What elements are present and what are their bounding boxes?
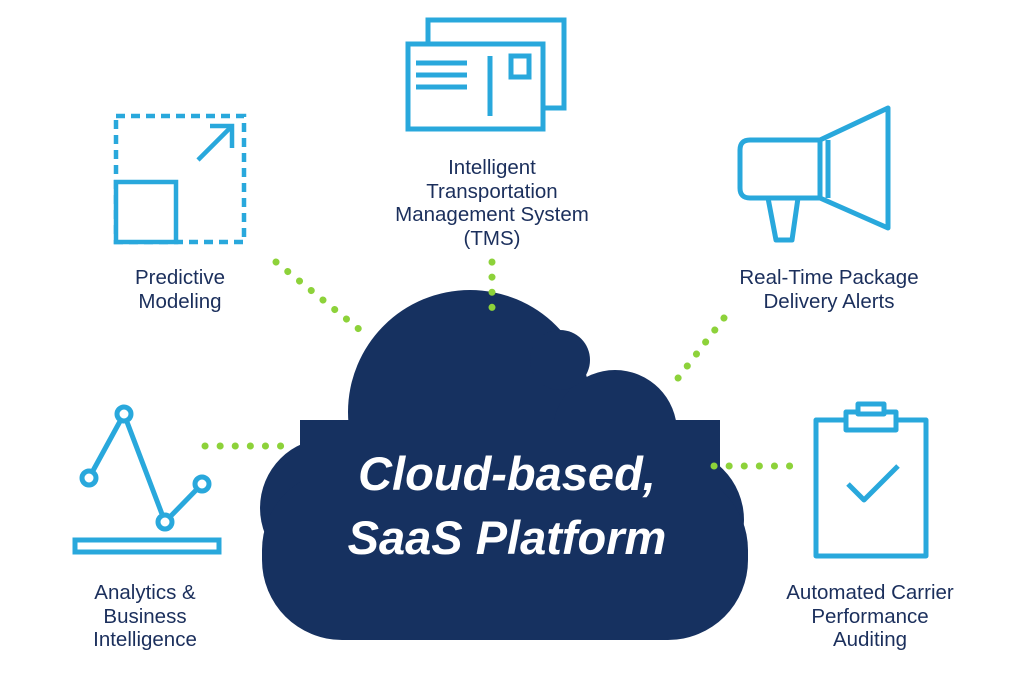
label-analytics: Analytics & Business Intelligence [56,581,234,652]
label-analytics-line-3: Intelligence [93,628,197,651]
label-auditing-line-2: Performance [811,604,929,628]
cloud-title: Cloud-based, SaaS Platform [272,442,742,570]
cloud-title-line-2: SaaS Platform [347,511,667,564]
label-predictive: Predictive Modeling [90,266,270,313]
label-auditing-line-3: Auditing [832,628,908,651]
label-analytics-line-2: Business [103,604,187,628]
label-auditing-line-1: Automated Carrier [786,581,954,604]
scale-arrow-icon [113,113,247,245]
label-alerts-line-2: Delivery Alerts [763,289,895,313]
label-tms-line-2: Transportation [426,179,558,203]
label-analytics-line-1: Analytics & [94,581,196,604]
label-predictive-line-1: Predictive [134,266,225,289]
connector-alerts [668,314,728,390]
connectors [201,258,797,470]
label-tms-line-3: Management System [395,203,589,226]
line-chart-icon [72,404,222,555]
label-alerts: Real-Time Package Delivery Alerts [706,266,952,313]
label-predictive-line-2: Modeling [138,289,222,313]
cloud-title-line-1: Cloud-based, [358,447,656,500]
label-auditing: Automated Carrier Performance Auditing [748,581,992,652]
clipboard-check-icon [813,401,929,559]
label-tms: Intelligent Transportation Management Sy… [352,156,632,250]
label-tms-line-4: (TMS) [463,226,521,250]
cloud-shape [260,290,748,640]
megaphone-icon [737,105,891,243]
postcard-document-icon [405,17,567,132]
label-tms-line-1: Intelligent [448,156,536,179]
connector-predictive [272,258,364,334]
label-alerts-line-1: Real-Time Package [739,266,919,289]
